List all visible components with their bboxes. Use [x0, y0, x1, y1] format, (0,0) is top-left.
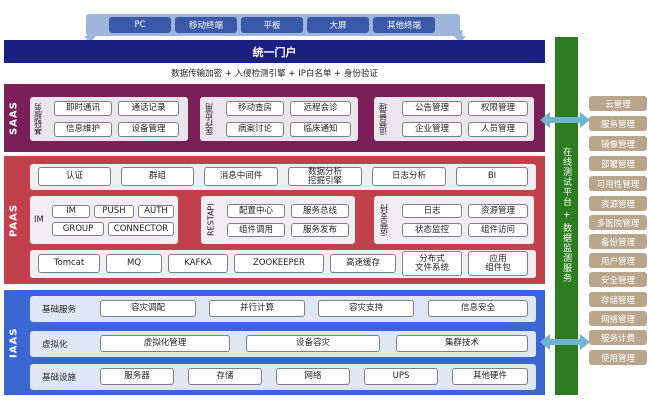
mgmt-multi-hospital[interactable]: 多医院管理 — [589, 215, 647, 230]
unified-portal: 统一门户 — [4, 40, 545, 63]
saas-item-notice-mgmt[interactable]: 公告管理 — [402, 101, 462, 116]
paas-config-center[interactable]: 配置中心 — [227, 204, 285, 218]
saas-item-device-mgmt[interactable]: 设备管理 — [118, 122, 179, 137]
mgmt-availability[interactable]: 可用性管理 — [589, 176, 647, 191]
paas-cache[interactable]: 高速缓存 — [330, 254, 396, 273]
paas-component-package[interactable]: 应用 组件包 — [468, 251, 528, 276]
paas-ops-resource[interactable]: 资源管理 — [468, 204, 528, 218]
mgmt-service[interactable]: 服务管理 — [589, 116, 647, 131]
mgmt-deploy[interactable]: 部署管理 — [589, 156, 647, 171]
paas-service-publish[interactable]: 服务发布 — [291, 223, 349, 237]
saas-item-ward-round[interactable]: 移动查房 — [226, 101, 284, 116]
saas-item-im[interactable]: 即时通讯 — [54, 101, 112, 116]
down-arrow-icon — [84, 30, 466, 43]
saas-item-permission-mgmt[interactable]: 权限管理 — [468, 101, 528, 116]
iaas-row-infrastructure-label: 基础设施 — [42, 373, 77, 383]
paas-message-middleware[interactable]: 消息中间件 — [204, 167, 278, 186]
terminal-other[interactable]: 其他终端 — [373, 17, 435, 33]
paas-title: PAAS — [8, 203, 20, 237]
terminal-tablet[interactable]: 平板 — [241, 17, 303, 33]
saas-group-medical-label: 医疗应用 — [204, 103, 214, 135]
paas-restapi-label: RESTAPI — [206, 203, 216, 237]
saas-item-case-discussion[interactable]: 病案讨论 — [226, 122, 284, 137]
saas-item-enterprise-mgmt[interactable]: 企业管理 — [402, 122, 462, 137]
iaas-other-hardware[interactable]: 其他硬件 — [452, 368, 528, 385]
mgmt-user[interactable]: 用户管理 — [589, 253, 647, 268]
mgmt-billing[interactable]: 服务计费 — [589, 330, 647, 345]
online-test-platform-bar — [555, 37, 578, 395]
terminal-bigscreen[interactable]: 大屏 — [307, 17, 369, 33]
mgmt-image[interactable]: 镜像管理 — [589, 136, 647, 151]
mgmt-resource[interactable]: 资源管理 — [589, 196, 647, 211]
paas-bi[interactable]: BI — [456, 167, 528, 186]
paas-group[interactable]: 群组 — [121, 167, 194, 186]
saas-item-call-log[interactable]: 通话记录 — [118, 101, 179, 116]
online-test-platform-label: 在线测试平台 + 数据监测服务 — [561, 146, 571, 284]
paas-data-mining-engine[interactable]: 数据分析 挖掘引擎 — [288, 167, 362, 186]
iaas-server[interactable]: 服务器 — [100, 368, 174, 385]
terminal-bar-arrows — [80, 18, 470, 44]
iaas-device-dr[interactable]: 设备容灾 — [246, 335, 380, 352]
paas-service-bus[interactable]: 服务总线 — [291, 204, 349, 218]
paas-ops-label: 运营支持 — [379, 204, 389, 236]
iaas-row-basic-label: 基础服务 — [42, 305, 77, 315]
paas-ops-component-access[interactable]: 组件访问 — [468, 223, 528, 237]
saas-group-basic-label: 基础服务 — [33, 103, 43, 135]
security-line: 数据传输加密 + 入侵检测引擎 + IP白名单 + 身份验证 — [171, 69, 378, 79]
paas-im-group-item[interactable]: GROUP — [52, 222, 104, 236]
iaas-row-virtualization-label: 虚拟化 — [42, 340, 68, 350]
iaas-dr-support[interactable]: 容灾支持 — [318, 300, 414, 317]
iaas-ups[interactable]: UPS — [364, 368, 438, 385]
saas-title: SAAS — [8, 101, 20, 135]
mgmt-security[interactable]: 安全管理 — [589, 272, 647, 287]
paas-top-row — [30, 164, 536, 190]
saas-item-staff-mgmt[interactable]: 人员管理 — [468, 122, 528, 137]
mgmt-storage[interactable]: 存储管理 — [589, 292, 647, 307]
paas-ops-log[interactable]: 日志 — [402, 204, 462, 218]
saas-group-operations-label: 运营管理 — [378, 103, 388, 135]
saas-item-clinical-notice[interactable]: 临床通知 — [290, 122, 351, 137]
double-arrow-icon — [540, 112, 590, 128]
paas-im-im[interactable]: IM — [52, 205, 90, 218]
iaas-network[interactable]: 网络 — [276, 368, 350, 385]
double-arrow-icon — [540, 334, 590, 350]
saas-item-remote-consult[interactable]: 远程会诊 — [290, 101, 351, 116]
paas-log-analysis[interactable]: 日志分析 — [372, 167, 446, 186]
paas-component-call[interactable]: 组件调用 — [227, 223, 285, 237]
paas-mq[interactable]: MQ — [106, 254, 162, 273]
iaas-title: IAAS — [8, 327, 20, 358]
paas-im-auth[interactable]: AUTH — [138, 205, 174, 218]
terminal-pc[interactable]: PC — [109, 17, 171, 33]
paas-zookeeper[interactable]: ZOOKEEPER — [234, 254, 324, 273]
paas-dfs[interactable]: 分布式 文件系统 — [402, 251, 462, 276]
paas-im-group — [30, 196, 178, 244]
iaas-storage[interactable]: 存储 — [188, 368, 262, 385]
paas-auth[interactable]: 认证 — [38, 167, 111, 186]
iaas-parallel-computing[interactable]: 并行计算 — [209, 300, 305, 317]
mgmt-usage[interactable]: 使用管理 — [589, 350, 647, 365]
paas-ops-status-monitor[interactable]: 状态监控 — [402, 223, 462, 237]
terminal-mobile[interactable]: 移动终端 — [175, 17, 237, 33]
paas-im-push[interactable]: PUSH — [94, 205, 134, 218]
paas-im-connector[interactable]: CONNECTOR — [108, 222, 174, 236]
saas-item-info-maint[interactable]: 信息维护 — [54, 122, 112, 137]
paas-tomcat[interactable]: Tomcat — [38, 254, 100, 273]
mgmt-cloud[interactable]: 云管理 — [589, 96, 647, 111]
mgmt-backup[interactable]: 备份管理 — [589, 234, 647, 249]
mgmt-network[interactable]: 网络管理 — [589, 311, 647, 326]
iaas-dr-scheduling[interactable]: 容灾调配 — [100, 300, 196, 317]
iaas-virtualization-mgmt[interactable]: 虚拟化管理 — [100, 335, 230, 352]
iaas-info-security[interactable]: 信息安全 — [428, 300, 528, 317]
iaas-cluster-tech[interactable]: 集群技术 — [396, 335, 528, 352]
paas-im-label: IM — [34, 215, 44, 225]
paas-kafka[interactable]: KAFKA — [168, 254, 228, 273]
